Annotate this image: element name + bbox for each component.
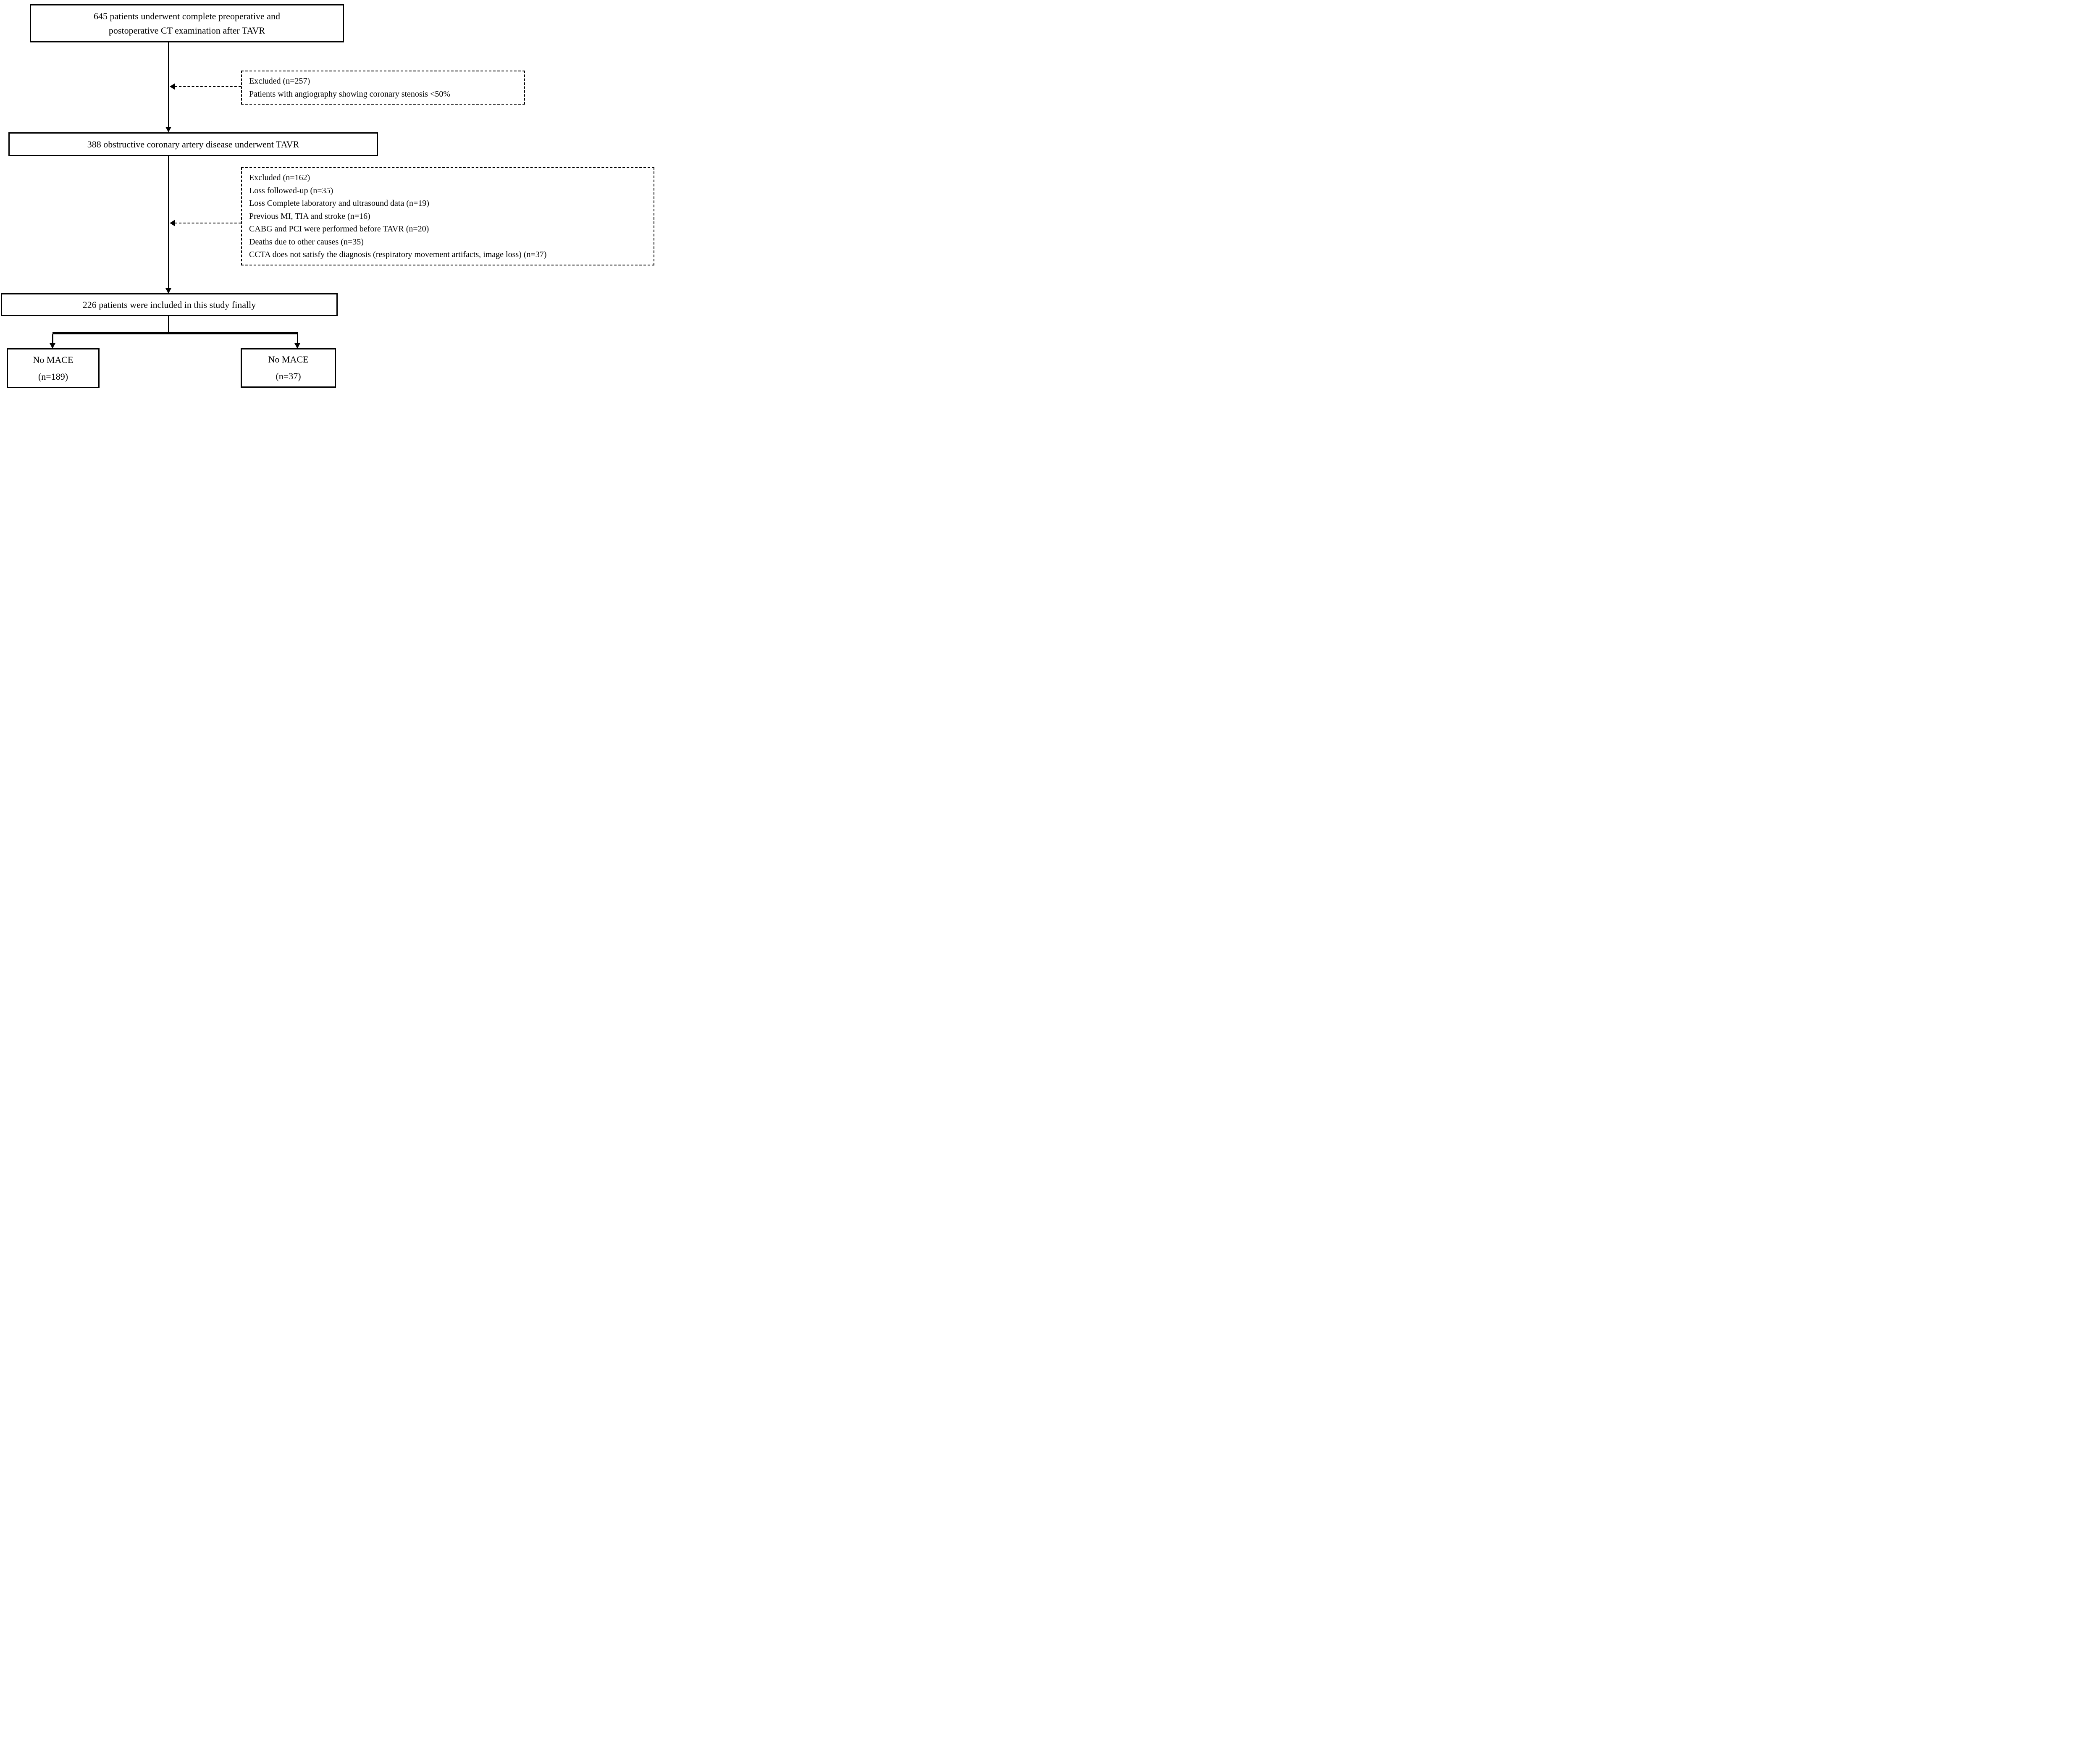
- box-obstructive-cad-text: 388 obstructive coronary artery disease …: [87, 139, 299, 150]
- excluded-162-title: Excluded (n=162): [249, 173, 310, 183]
- fork-horizontal-bar: [52, 332, 298, 334]
- excluded-257-item: Patients with angiography showing corona…: [249, 89, 450, 99]
- excluded-162-item-4: CABG and PCI were performed before TAVR …: [249, 224, 429, 234]
- box-final-included-text: 226 patients were included in this study…: [82, 299, 256, 310]
- excluded-162-item-1: Loss followed-up (n=35): [249, 186, 333, 195]
- excluded-257-title: Excluded (n=257): [249, 76, 310, 86]
- box-outcome-left-line1: No MACE: [33, 354, 74, 365]
- excluded-162-item-3: Previous MI, TIA and stroke (n=16): [249, 211, 370, 221]
- dashed-line-exclusion1: [175, 86, 241, 87]
- box-outcome-right-line2: (n=37): [276, 371, 301, 381]
- box-initial-cohort: 645 patients underwent complete preopera…: [30, 4, 344, 42]
- box-initial-cohort-line1: 645 patients underwent complete preopera…: [93, 11, 281, 21]
- box-outcome-left-line2: (n=189): [38, 371, 68, 382]
- arrowhead-exclusion2-icon: [170, 220, 175, 226]
- box-outcome-right-line1: No MACE: [268, 354, 309, 365]
- connector-step1-step2-line: [168, 42, 169, 127]
- fork-right-drop-line: [297, 334, 298, 344]
- flow-diagram: 645 patients underwent complete preopera…: [0, 0, 656, 389]
- excluded-162-item-6: CCTA does not satisfy the diagnosis (res…: [249, 250, 547, 260]
- excluded-162-item-5: Deaths due to other causes (n=35): [249, 237, 364, 247]
- box-excluded-162: Excluded (n=162) Loss followed-up (n=35)…: [241, 167, 654, 265]
- arrowhead-outcome-left-icon: [50, 343, 55, 349]
- connector-step2-step3-line: [168, 156, 169, 288]
- box-initial-cohort-line2: postoperative CT examination after TAVR: [108, 25, 265, 36]
- arrowhead-step3-icon: [165, 288, 171, 294]
- box-obstructive-cad: 388 obstructive coronary artery disease …: [8, 132, 378, 156]
- box-excluded-257: Excluded (n=257) Patients with angiograp…: [241, 71, 525, 105]
- excluded-162-item-2: Loss Complete laboratory and ultrasound …: [249, 199, 429, 208]
- arrowhead-outcome-right-icon: [294, 343, 300, 349]
- arrowhead-step2-icon: [165, 127, 171, 132]
- box-final-included: 226 patients were included in this study…: [1, 293, 338, 316]
- box-outcome-left: No MACE (n=189): [7, 348, 100, 388]
- arrowhead-exclusion1-icon: [170, 83, 175, 90]
- fork-left-drop-line: [52, 334, 53, 344]
- fork-stem-line: [168, 316, 169, 333]
- box-outcome-right: No MACE (n=37): [241, 348, 336, 388]
